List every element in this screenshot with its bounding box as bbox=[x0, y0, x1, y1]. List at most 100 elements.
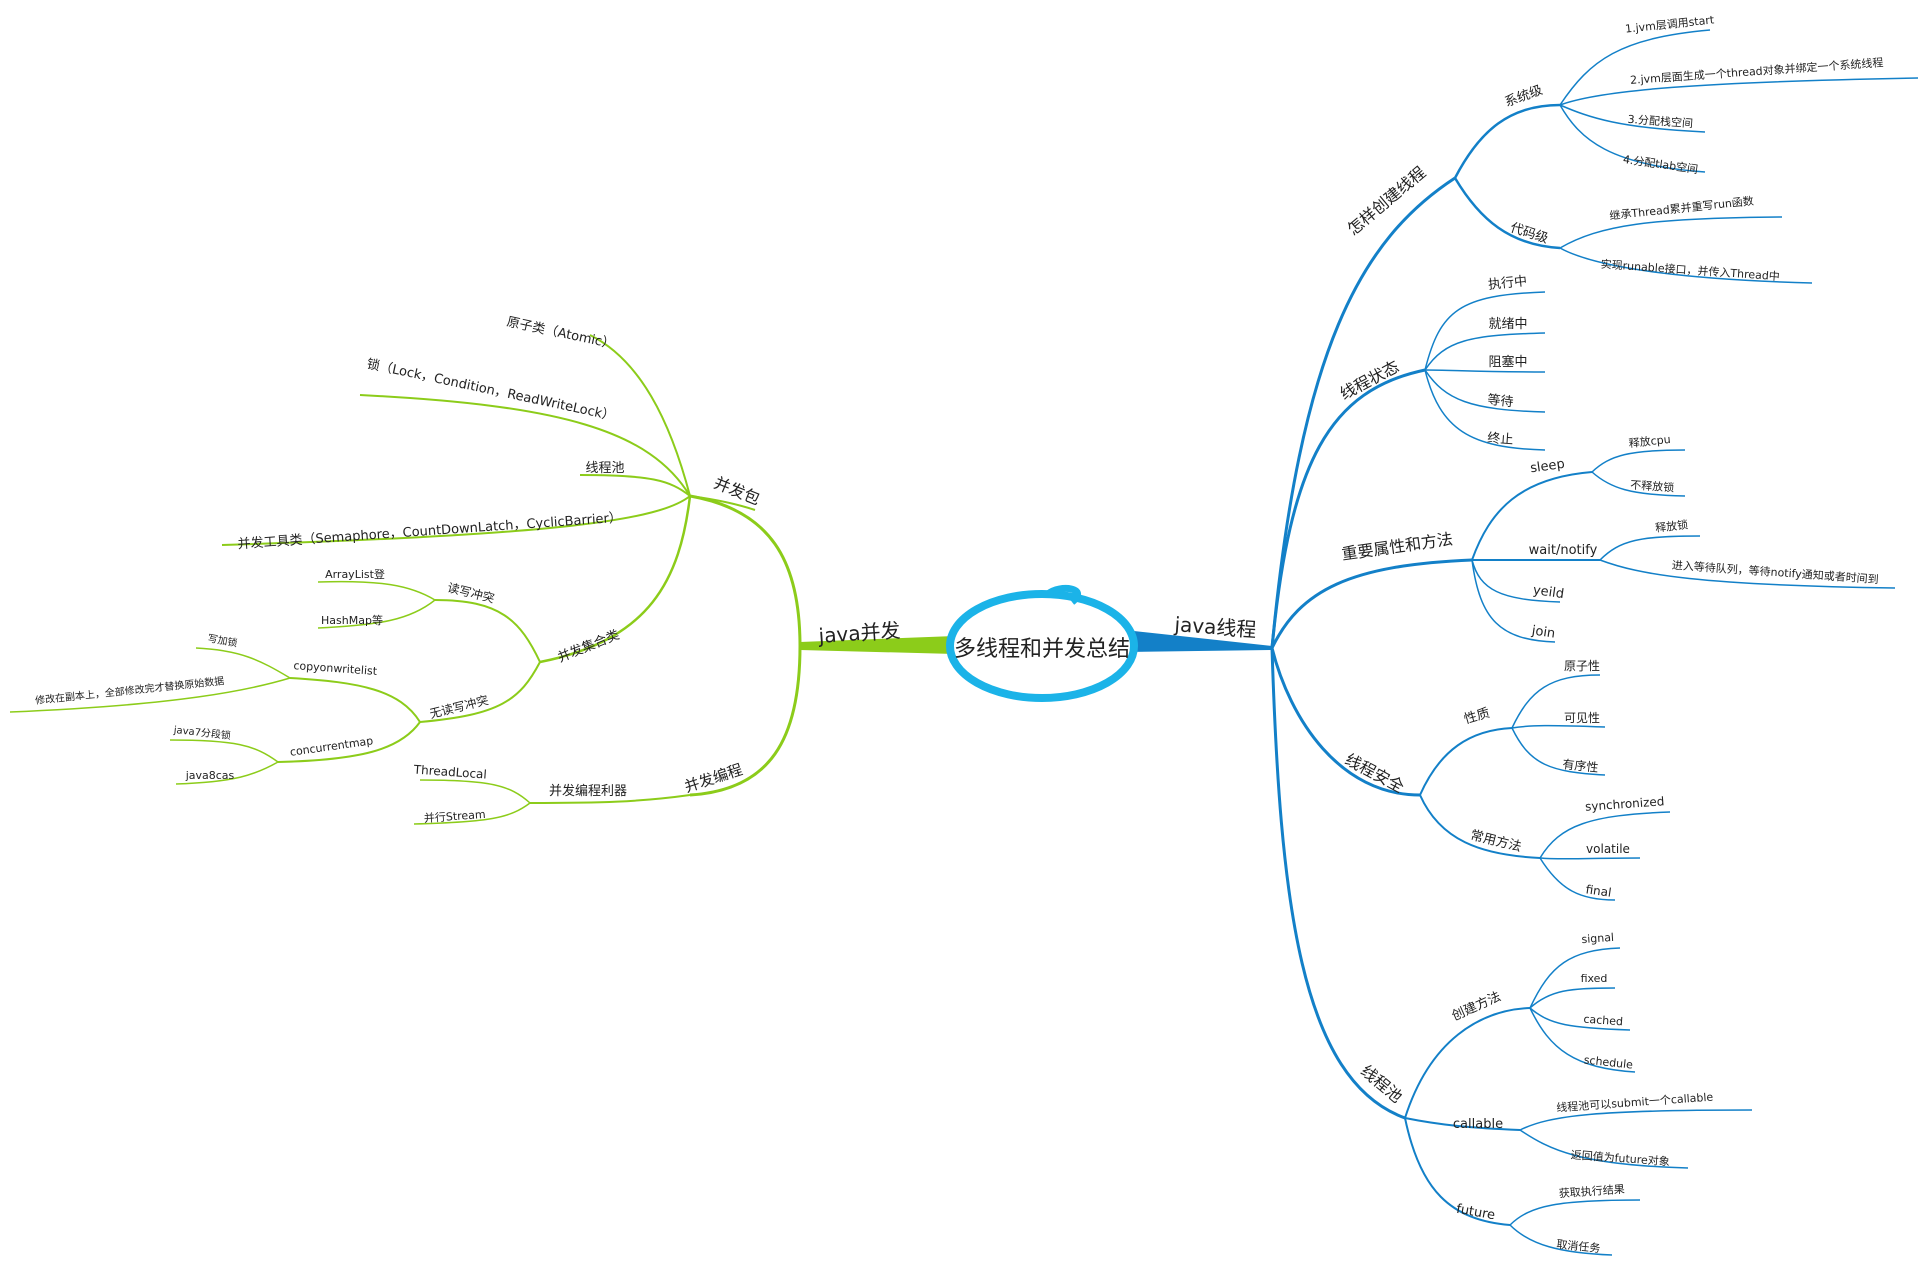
edge-state-5 bbox=[1424, 369, 1546, 451]
edge-sys-3 bbox=[1559, 104, 1706, 133]
label-sys-3[interactable]: 3.分配栈空间 bbox=[1627, 112, 1693, 131]
label-cancel-task[interactable]: 取消任务 bbox=[1556, 1237, 1601, 1256]
label-concurrent-collections[interactable]: 并发集合类 bbox=[555, 627, 621, 666]
label-hashmap[interactable]: HashMap等 bbox=[321, 613, 383, 627]
label-thread-pool[interactable]: 线程池 bbox=[1357, 1061, 1406, 1106]
label-java-thread[interactable]: java线程 bbox=[1173, 612, 1257, 642]
label-arraylist[interactable]: ArrayList登 bbox=[325, 567, 385, 581]
label-schedule[interactable]: schedule bbox=[1583, 1053, 1634, 1071]
label-copyonwritelist[interactable]: copyonwritelist bbox=[293, 659, 378, 678]
edge-wait-1 bbox=[1599, 535, 1701, 561]
label-state-waiting[interactable]: 等待 bbox=[1487, 392, 1515, 411]
edge-norw-cmap bbox=[277, 721, 421, 763]
edge-pool-callable bbox=[1404, 1117, 1521, 1131]
edge-pool-make bbox=[1404, 1007, 1531, 1119]
edge-make-1 bbox=[1529, 947, 1621, 1009]
label-parallel-stream[interactable]: 并行Stream bbox=[423, 807, 486, 825]
label-get-result[interactable]: 获取执行结果 bbox=[1558, 1182, 1625, 1201]
left-labels: java并发 并发包 原子类（Atomic） 锁（Lock，Condition，… bbox=[34, 315, 901, 825]
label-future[interactable]: future bbox=[1455, 1202, 1496, 1224]
edge-rw-hashmap bbox=[317, 599, 436, 629]
label-state-running[interactable]: 执行中 bbox=[1487, 274, 1527, 293]
label-code-2[interactable]: 实现runable接口，并传入Thread中 bbox=[1600, 257, 1780, 283]
label-state-ready[interactable]: 就绪中 bbox=[1488, 317, 1527, 332]
edge-state-4 bbox=[1424, 369, 1546, 413]
edge-coll-rw bbox=[434, 599, 541, 663]
edge-code-1 bbox=[1559, 216, 1783, 249]
label-java8-cas[interactable]: java8cas bbox=[185, 769, 235, 782]
edge-tools-stream bbox=[413, 802, 531, 825]
label-fixed[interactable]: fixed bbox=[1581, 972, 1608, 985]
label-state-terminated[interactable]: 终止 bbox=[1487, 430, 1514, 448]
label-threadlocal[interactable]: ThreadLocal bbox=[412, 762, 487, 781]
label-state-blocked[interactable]: 阻塞中 bbox=[1488, 354, 1527, 370]
label-sys-4[interactable]: 4.分配tlab空间 bbox=[1622, 152, 1699, 176]
central-topic[interactable]: 多线程和并发总结 bbox=[800, 585, 1272, 702]
label-nature[interactable]: 性质 bbox=[1462, 706, 1491, 728]
label-sync-tools[interactable]: 并发工具类（Semaphore，CountDownLatch，CyclicBar… bbox=[237, 510, 622, 553]
edge-pkg-collections bbox=[539, 495, 692, 664]
label-creation-methods[interactable]: 创建方法 bbox=[1449, 988, 1503, 1024]
edge-state-2 bbox=[1424, 332, 1546, 371]
edge-pool-future bbox=[1404, 1117, 1511, 1226]
label-rw-conflict[interactable]: 读写冲突 bbox=[446, 580, 496, 606]
label-atomicity[interactable]: 原子性 bbox=[1564, 659, 1600, 673]
label-cached[interactable]: cached bbox=[1583, 1013, 1623, 1029]
label-ordering[interactable]: 有序性 bbox=[1562, 756, 1599, 775]
label-signal[interactable]: signal bbox=[1581, 931, 1614, 946]
edge-to-safety bbox=[1270, 647, 1421, 797]
edge-callable-1 bbox=[1519, 1109, 1753, 1131]
label-synchronized[interactable]: synchronized bbox=[1585, 794, 1665, 814]
edge-tools-tl bbox=[419, 779, 531, 804]
edge-to-prog bbox=[689, 645, 802, 797]
edge-state-1 bbox=[1424, 291, 1546, 371]
central-ellipse bbox=[946, 590, 1138, 702]
edge-cow-copy bbox=[9, 677, 291, 713]
label-copy-on-write-note[interactable]: 修改在副本上，全部修改完才替换原始数据 bbox=[34, 674, 224, 707]
edge-create-code bbox=[1453, 177, 1561, 250]
label-final[interactable]: final bbox=[1585, 882, 1613, 899]
left-branch bbox=[9, 334, 802, 825]
label-visibility[interactable]: 可见性 bbox=[1564, 711, 1600, 725]
edge-prog-tools bbox=[529, 794, 691, 804]
edge-to-state bbox=[1270, 368, 1426, 649]
label-common-methods[interactable]: 常用方法 bbox=[1469, 827, 1523, 855]
label-atomic[interactable]: 原子类（Atomic） bbox=[505, 315, 616, 353]
edge-to-pool bbox=[1270, 647, 1406, 1120]
label-volatile[interactable]: volatile bbox=[1586, 842, 1630, 856]
edge-create-sys bbox=[1453, 103, 1561, 179]
edge-sys-2 bbox=[1559, 77, 1919, 106]
label-lock[interactable]: 锁（Lock，Condition，ReadWriteLock） bbox=[365, 356, 616, 424]
right-main-wedge bbox=[1125, 630, 1272, 652]
label-write-lock[interactable]: 写加锁 bbox=[207, 632, 239, 650]
label-sleep[interactable]: sleep bbox=[1529, 457, 1565, 477]
label-java-concurrency[interactable]: java并发 bbox=[817, 618, 901, 648]
edge-pkg-pool bbox=[579, 474, 691, 497]
label-sleep-2[interactable]: 不释放锁 bbox=[1630, 477, 1675, 494]
label-thread-pool-left[interactable]: 线程池 bbox=[585, 461, 624, 476]
edge-cow-lock bbox=[195, 647, 291, 679]
label-wait-notify[interactable]: wait/notify bbox=[1529, 543, 1598, 558]
edge-safety-nature bbox=[1419, 727, 1513, 796]
label-important-attrs[interactable]: 重要属性和方法 bbox=[1340, 529, 1454, 563]
edge-cmap-j7 bbox=[169, 739, 279, 763]
label-wait-2[interactable]: 进入等待队列，等待notify通知或者时间到 bbox=[1671, 558, 1879, 586]
label-join[interactable]: join bbox=[1530, 623, 1556, 641]
edge-sys-4 bbox=[1559, 104, 1706, 173]
edge-nature-3 bbox=[1511, 727, 1606, 776]
edge-to-pkg bbox=[689, 494, 802, 647]
label-yeild[interactable]: yeild bbox=[1532, 583, 1565, 602]
label-callable-2[interactable]: 返回值为future对象 bbox=[1570, 1148, 1670, 1169]
label-callable[interactable]: callable bbox=[1453, 1117, 1503, 1132]
label-java7-segment[interactable]: java7分段锁 bbox=[172, 723, 231, 742]
label-programming-tools[interactable]: 并发编程利器 bbox=[549, 783, 627, 799]
label-wait-1[interactable]: 释放锁 bbox=[1654, 517, 1688, 534]
edge-cmap-j8 bbox=[175, 761, 279, 785]
central-title: 多线程和并发总结 bbox=[954, 637, 1130, 662]
edge-attrs-join bbox=[1471, 559, 1556, 643]
label-how-to-create[interactable]: 怎样创建线程 bbox=[1344, 163, 1430, 239]
edge-callable-2 bbox=[1519, 1129, 1689, 1169]
label-sleep-1[interactable]: 释放cpu bbox=[1628, 432, 1671, 450]
label-sys-1[interactable]: 1.jvm层调用start bbox=[1624, 13, 1715, 35]
